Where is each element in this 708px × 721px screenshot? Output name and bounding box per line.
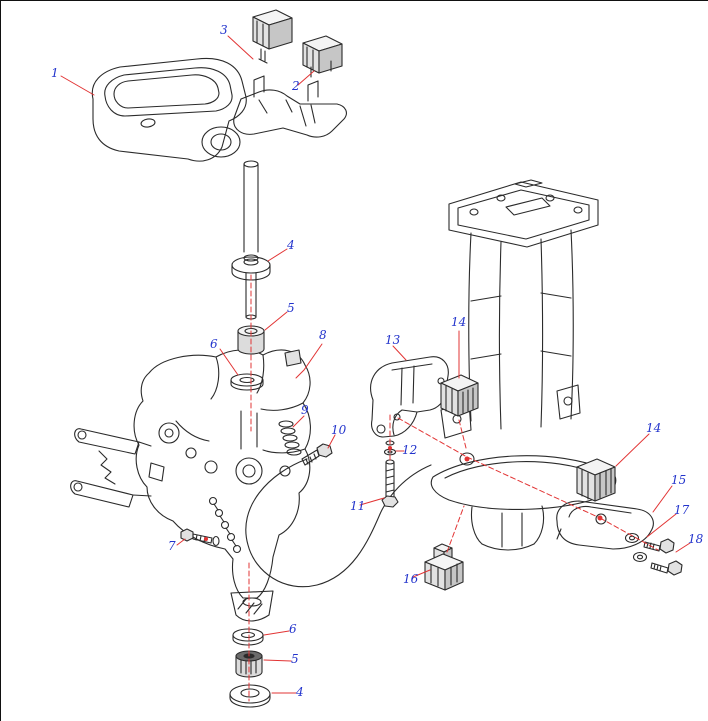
part-swivel-bracket-assembly (70, 349, 311, 622)
alignment-lines (204, 274, 659, 702)
line-art-layer (70, 9, 683, 708)
callout-part-14-left: 14 (451, 315, 467, 329)
callout-part-4-top: 4 (287, 238, 295, 252)
callout-part-11: 11 (350, 499, 366, 513)
part-15-clamp (556, 500, 654, 550)
callout-part-6-top: 6 (210, 337, 218, 351)
part-6-washer-bottom (232, 628, 264, 646)
callout-part-7: 7 (168, 539, 176, 553)
part-18-bolts (643, 538, 683, 576)
part-13-clamp (370, 356, 449, 438)
part-1-steering-handle (91, 57, 347, 162)
part-6-washer-top (230, 373, 264, 391)
part-8-plate (284, 349, 302, 367)
callout-part-12: 12 (402, 443, 418, 457)
callout-part-18: 18 (688, 532, 704, 546)
part-14-block-right (576, 458, 616, 502)
callout-part-1: 1 (51, 66, 59, 80)
callout-part-8: 8 (319, 328, 327, 342)
callout-part-15: 15 (671, 473, 687, 487)
part-14-block-left (440, 374, 479, 417)
part-9-spring (278, 420, 302, 456)
callout-part-10: 10 (331, 423, 347, 437)
callout-part-5-bottom: 5 (291, 652, 299, 666)
callout-part-17: 17 (674, 503, 690, 517)
cable-loop (245, 458, 432, 588)
part-4-ring-bottom (229, 684, 271, 708)
red-overlay-layer (60, 35, 691, 702)
callout-part-6-bottom: 6 (289, 622, 297, 636)
callout-part-16: 16 (403, 572, 419, 586)
callout-part-5-top: 5 (287, 301, 295, 315)
callout-part-4-bottom: 4 (296, 685, 304, 699)
callout-part-9: 9 (301, 403, 309, 417)
callout-part-3: 3 (220, 23, 228, 37)
part-16-connector (424, 543, 464, 591)
callout-part-13: 13 (385, 333, 401, 347)
part-7-bolt (180, 528, 220, 547)
part-11-bolt (381, 459, 399, 508)
part-3-rubber-block (252, 9, 293, 64)
callout-part-14-right: 14 (646, 421, 662, 435)
callout-part-2: 2 (292, 79, 300, 93)
leader-lines (60, 35, 691, 694)
part-2-rubber-block (302, 35, 343, 78)
